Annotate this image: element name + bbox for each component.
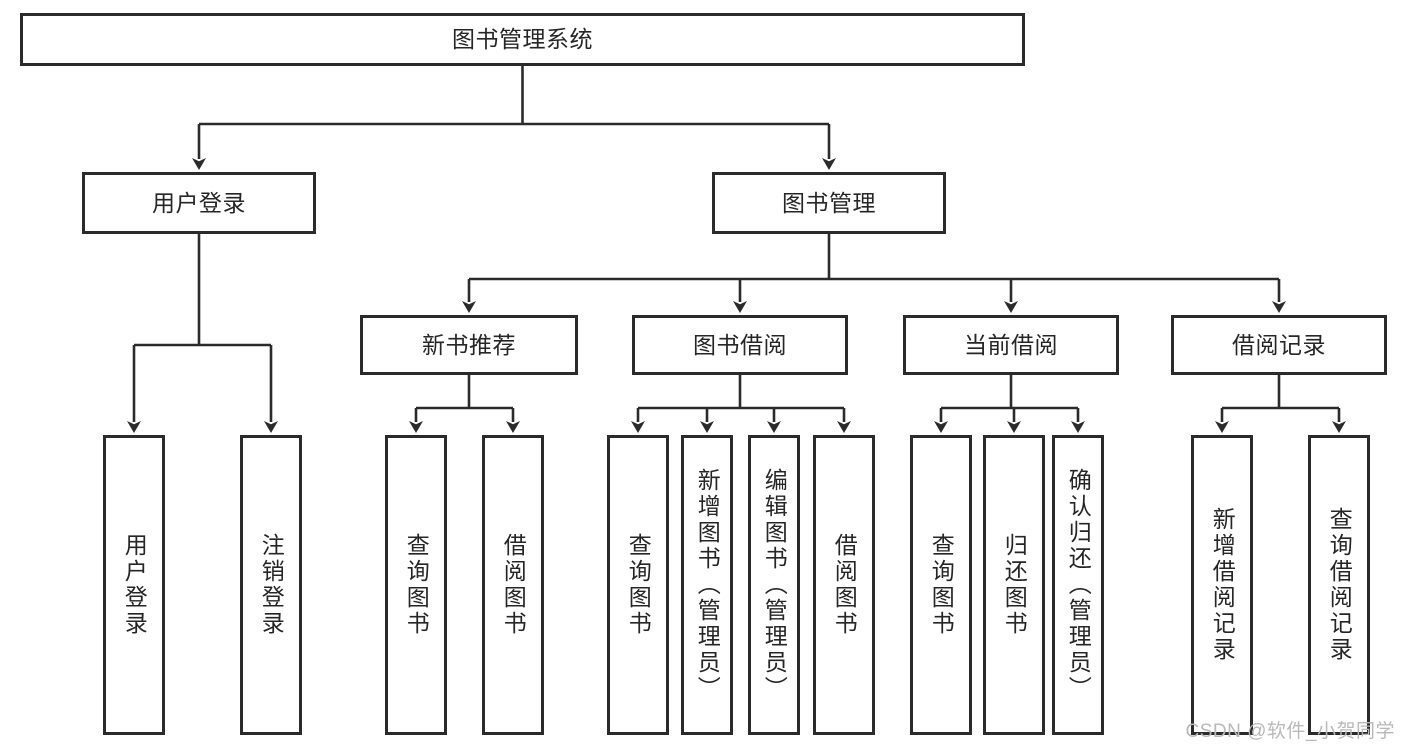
node-label: 确认归还（管理员） — [1065, 468, 1092, 702]
node-label: 查询借阅记录 — [1326, 507, 1353, 663]
node-records[interactable]: 借阅记录 — [1171, 315, 1387, 375]
node-label: 借阅图书 — [500, 533, 527, 637]
node-l-b1[interactable]: 借阅图书 — [482, 435, 544, 735]
node-label: 编辑图书（管理员） — [761, 468, 788, 702]
node-label: 查询图书 — [403, 533, 430, 637]
node-borrow[interactable]: 图书借阅 — [632, 315, 848, 375]
watermark: CSDN @软件_小贺同学 — [1185, 721, 1395, 742]
node-label: 图书管理系统 — [452, 26, 593, 53]
node-label: 新书推荐 — [422, 331, 516, 358]
node-label: 用户登录 — [152, 189, 246, 216]
node-label: 归还图书 — [1001, 533, 1028, 637]
node-l-add[interactable]: 新增图书（管理员） — [681, 435, 733, 735]
node-l-login[interactable]: 用户登录 — [103, 435, 165, 735]
node-label: 查询图书 — [625, 533, 652, 637]
node-root[interactable]: 图书管理系统 — [20, 13, 1025, 66]
node-label: 新增借阅记录 — [1209, 507, 1236, 663]
node-label: 新增图书（管理员） — [694, 468, 721, 702]
node-l-q2[interactable]: 查询图书 — [607, 435, 669, 735]
node-label: 用户登录 — [121, 533, 148, 637]
node-label: 图书借阅 — [693, 331, 787, 358]
node-label: 注销登录 — [258, 533, 285, 637]
node-l-logout[interactable]: 注销登录 — [240, 435, 302, 735]
node-newbook[interactable]: 新书推荐 — [360, 315, 578, 375]
node-label: 借阅记录 — [1232, 331, 1326, 358]
node-bookmgmt[interactable]: 图书管理 — [712, 172, 946, 234]
node-l-return[interactable]: 归还图书 — [983, 435, 1045, 735]
node-l-edit[interactable]: 编辑图书（管理员） — [748, 435, 800, 735]
node-l-qrec[interactable]: 查询借阅记录 — [1308, 435, 1370, 735]
node-l-b2[interactable]: 借阅图书 — [813, 435, 875, 735]
node-current[interactable]: 当前借阅 — [903, 315, 1119, 375]
node-label: 图书管理 — [782, 189, 876, 216]
node-l-q3[interactable]: 查询图书 — [910, 435, 972, 735]
node-l-confirm[interactable]: 确认归还（管理员） — [1052, 435, 1104, 735]
node-login[interactable]: 用户登录 — [82, 172, 316, 234]
node-label: 当前借阅 — [964, 331, 1058, 358]
node-l-q1[interactable]: 查询图书 — [385, 435, 447, 735]
node-l-addrec[interactable]: 新增借阅记录 — [1191, 435, 1253, 735]
node-label: 查询图书 — [928, 533, 955, 637]
node-label: 借阅图书 — [831, 533, 858, 637]
